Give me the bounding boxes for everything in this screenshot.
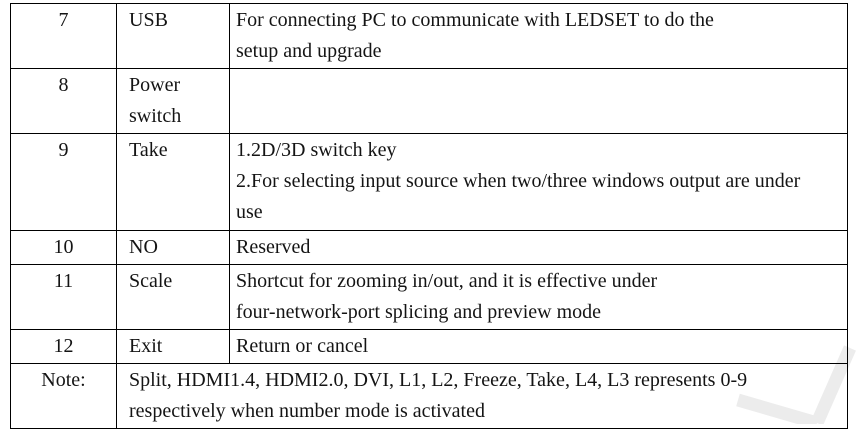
text-line: four-network-port splicing and preview m… — [236, 301, 602, 323]
text-line: Exit — [129, 335, 163, 357]
table-row-power-switch: 8 Power switch — [10, 68, 848, 134]
table-body: 7 USB For connecting PC to communicate w… — [10, 3, 848, 429]
text-line: Scale — [129, 270, 173, 292]
note-text-cell: Split, HDMI1.4, HDMI2.0, DVI, L1, L2, Fr… — [116, 363, 848, 429]
key-name-cell: Scale — [116, 264, 230, 330]
text-line: 2.For selecting input source when two/th… — [236, 170, 801, 192]
text-line: Shortcut for zooming in/out, and it is e… — [236, 270, 658, 292]
text-line: For connecting PC to communicate with LE… — [236, 9, 714, 31]
row-number: 7 — [10, 3, 117, 69]
text-line: Return or cancel — [236, 335, 369, 357]
table-row-take: 9 Take 1.2D/3D switch key 2.For selectin… — [10, 133, 848, 231]
text-line: respectively when number mode is activat… — [129, 400, 485, 422]
key-description-cell: For connecting PC to communicate with LE… — [229, 3, 848, 69]
row-number: 9 — [10, 133, 117, 231]
key-description-cell: 1.2D/3D switch key 2.For selecting input… — [229, 133, 848, 231]
row-number: 12 — [10, 329, 117, 364]
text-line: USB — [129, 9, 168, 31]
key-name-cell: Power switch — [116, 68, 230, 134]
table-row-scale: 11 Scale Shortcut for zooming in/out, an… — [10, 264, 848, 330]
key-name-cell: USB — [116, 3, 230, 69]
text-line: NO — [129, 236, 158, 258]
note-label: Note: — [10, 363, 117, 429]
text-line: Take — [129, 139, 168, 161]
text-line: Power — [129, 74, 181, 96]
key-name-cell: Take — [116, 133, 230, 231]
text-line: Split, HDMI1.4, HDMI2.0, DVI, L1, L2, Fr… — [129, 369, 748, 391]
table-row-exit: 12 Exit Return or cancel — [10, 329, 848, 364]
key-description-cell: Shortcut for zooming in/out, and it is e… — [229, 264, 848, 330]
text-line: use — [236, 201, 263, 223]
key-description-cell — [229, 68, 848, 134]
key-description-cell: Return or cancel — [229, 329, 848, 364]
row-number: 8 — [10, 68, 117, 134]
key-name-cell: Exit — [116, 329, 230, 364]
row-number: 11 — [10, 264, 117, 330]
text-line: Reserved — [236, 236, 311, 258]
table-row-usb: 7 USB For connecting PC to communicate w… — [10, 3, 848, 69]
table-row-note: Note: Split, HDMI1.4, HDMI2.0, DVI, L1, … — [10, 363, 848, 429]
text-line: setup and upgrade — [236, 40, 382, 62]
key-name-cell: NO — [116, 230, 230, 265]
key-function-table: 7 USB For connecting PC to communicate w… — [10, 3, 848, 429]
key-description-cell: Reserved — [229, 230, 848, 265]
table-row-no: 10 NO Reserved — [10, 230, 848, 265]
text-line: switch — [129, 105, 182, 127]
row-number: 10 — [10, 230, 117, 265]
text-line: 1.2D/3D switch key — [236, 139, 397, 161]
